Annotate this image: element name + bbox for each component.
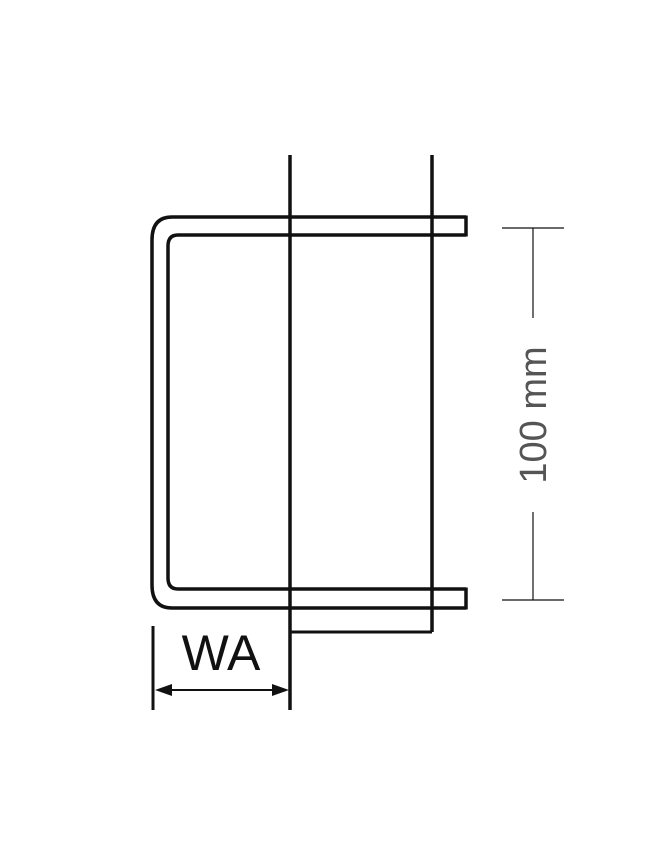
height-dimension: 100 mm: [502, 227, 564, 601]
height-dimension-label: 100 mm: [513, 346, 555, 483]
width-dimension: WA: [151, 625, 289, 710]
width-dim-right-arrow-icon: [272, 684, 289, 696]
width-dimension-label: WA: [182, 625, 261, 681]
bracket-outer-outline: [150, 215, 466, 610]
bracket-inner-outline: [166, 233, 466, 591]
rail-lines: [288, 155, 434, 710]
u-bracket: [150, 215, 468, 610]
width-dim-left-arrow-icon: [155, 684, 172, 696]
